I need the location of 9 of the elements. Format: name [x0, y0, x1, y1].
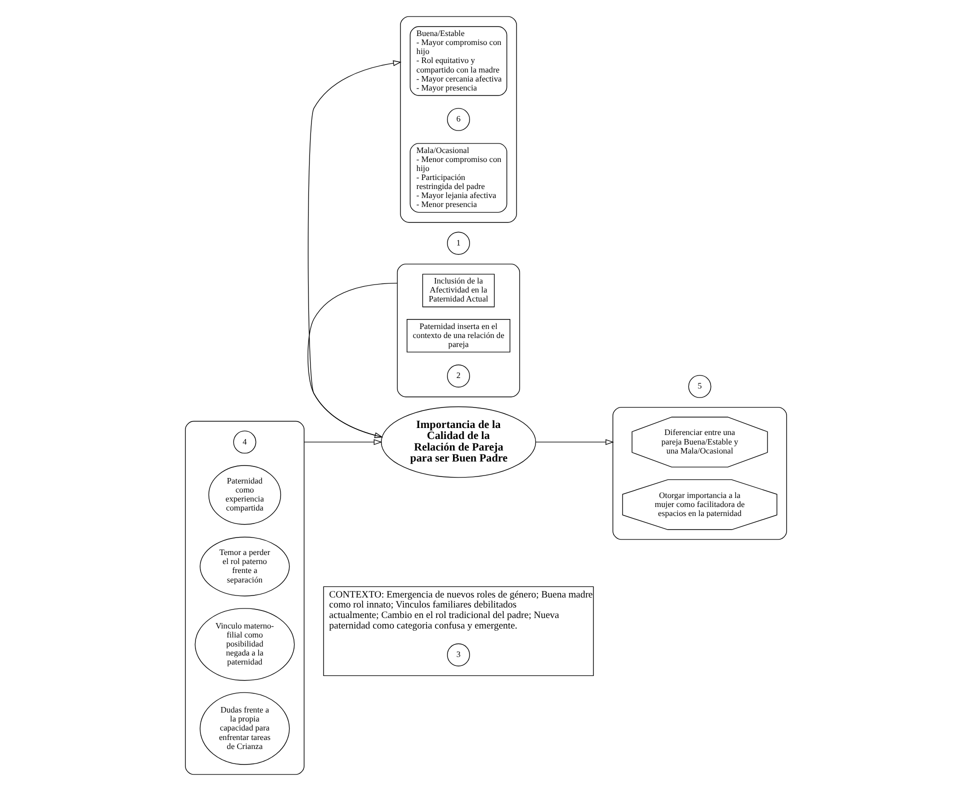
cluster [612, 406, 786, 540]
node-ellipse: Importancia de la Calidad de la Relación de Pareja para ser Buen Padre [380, 406, 536, 478]
arrow [534, 439, 614, 445]
cluster [184, 420, 304, 775]
cluster [400, 16, 516, 223]
arrow [307, 282, 398, 438]
arrow [307, 60, 401, 438]
arrow [303, 439, 382, 445]
cluster [396, 264, 520, 398]
